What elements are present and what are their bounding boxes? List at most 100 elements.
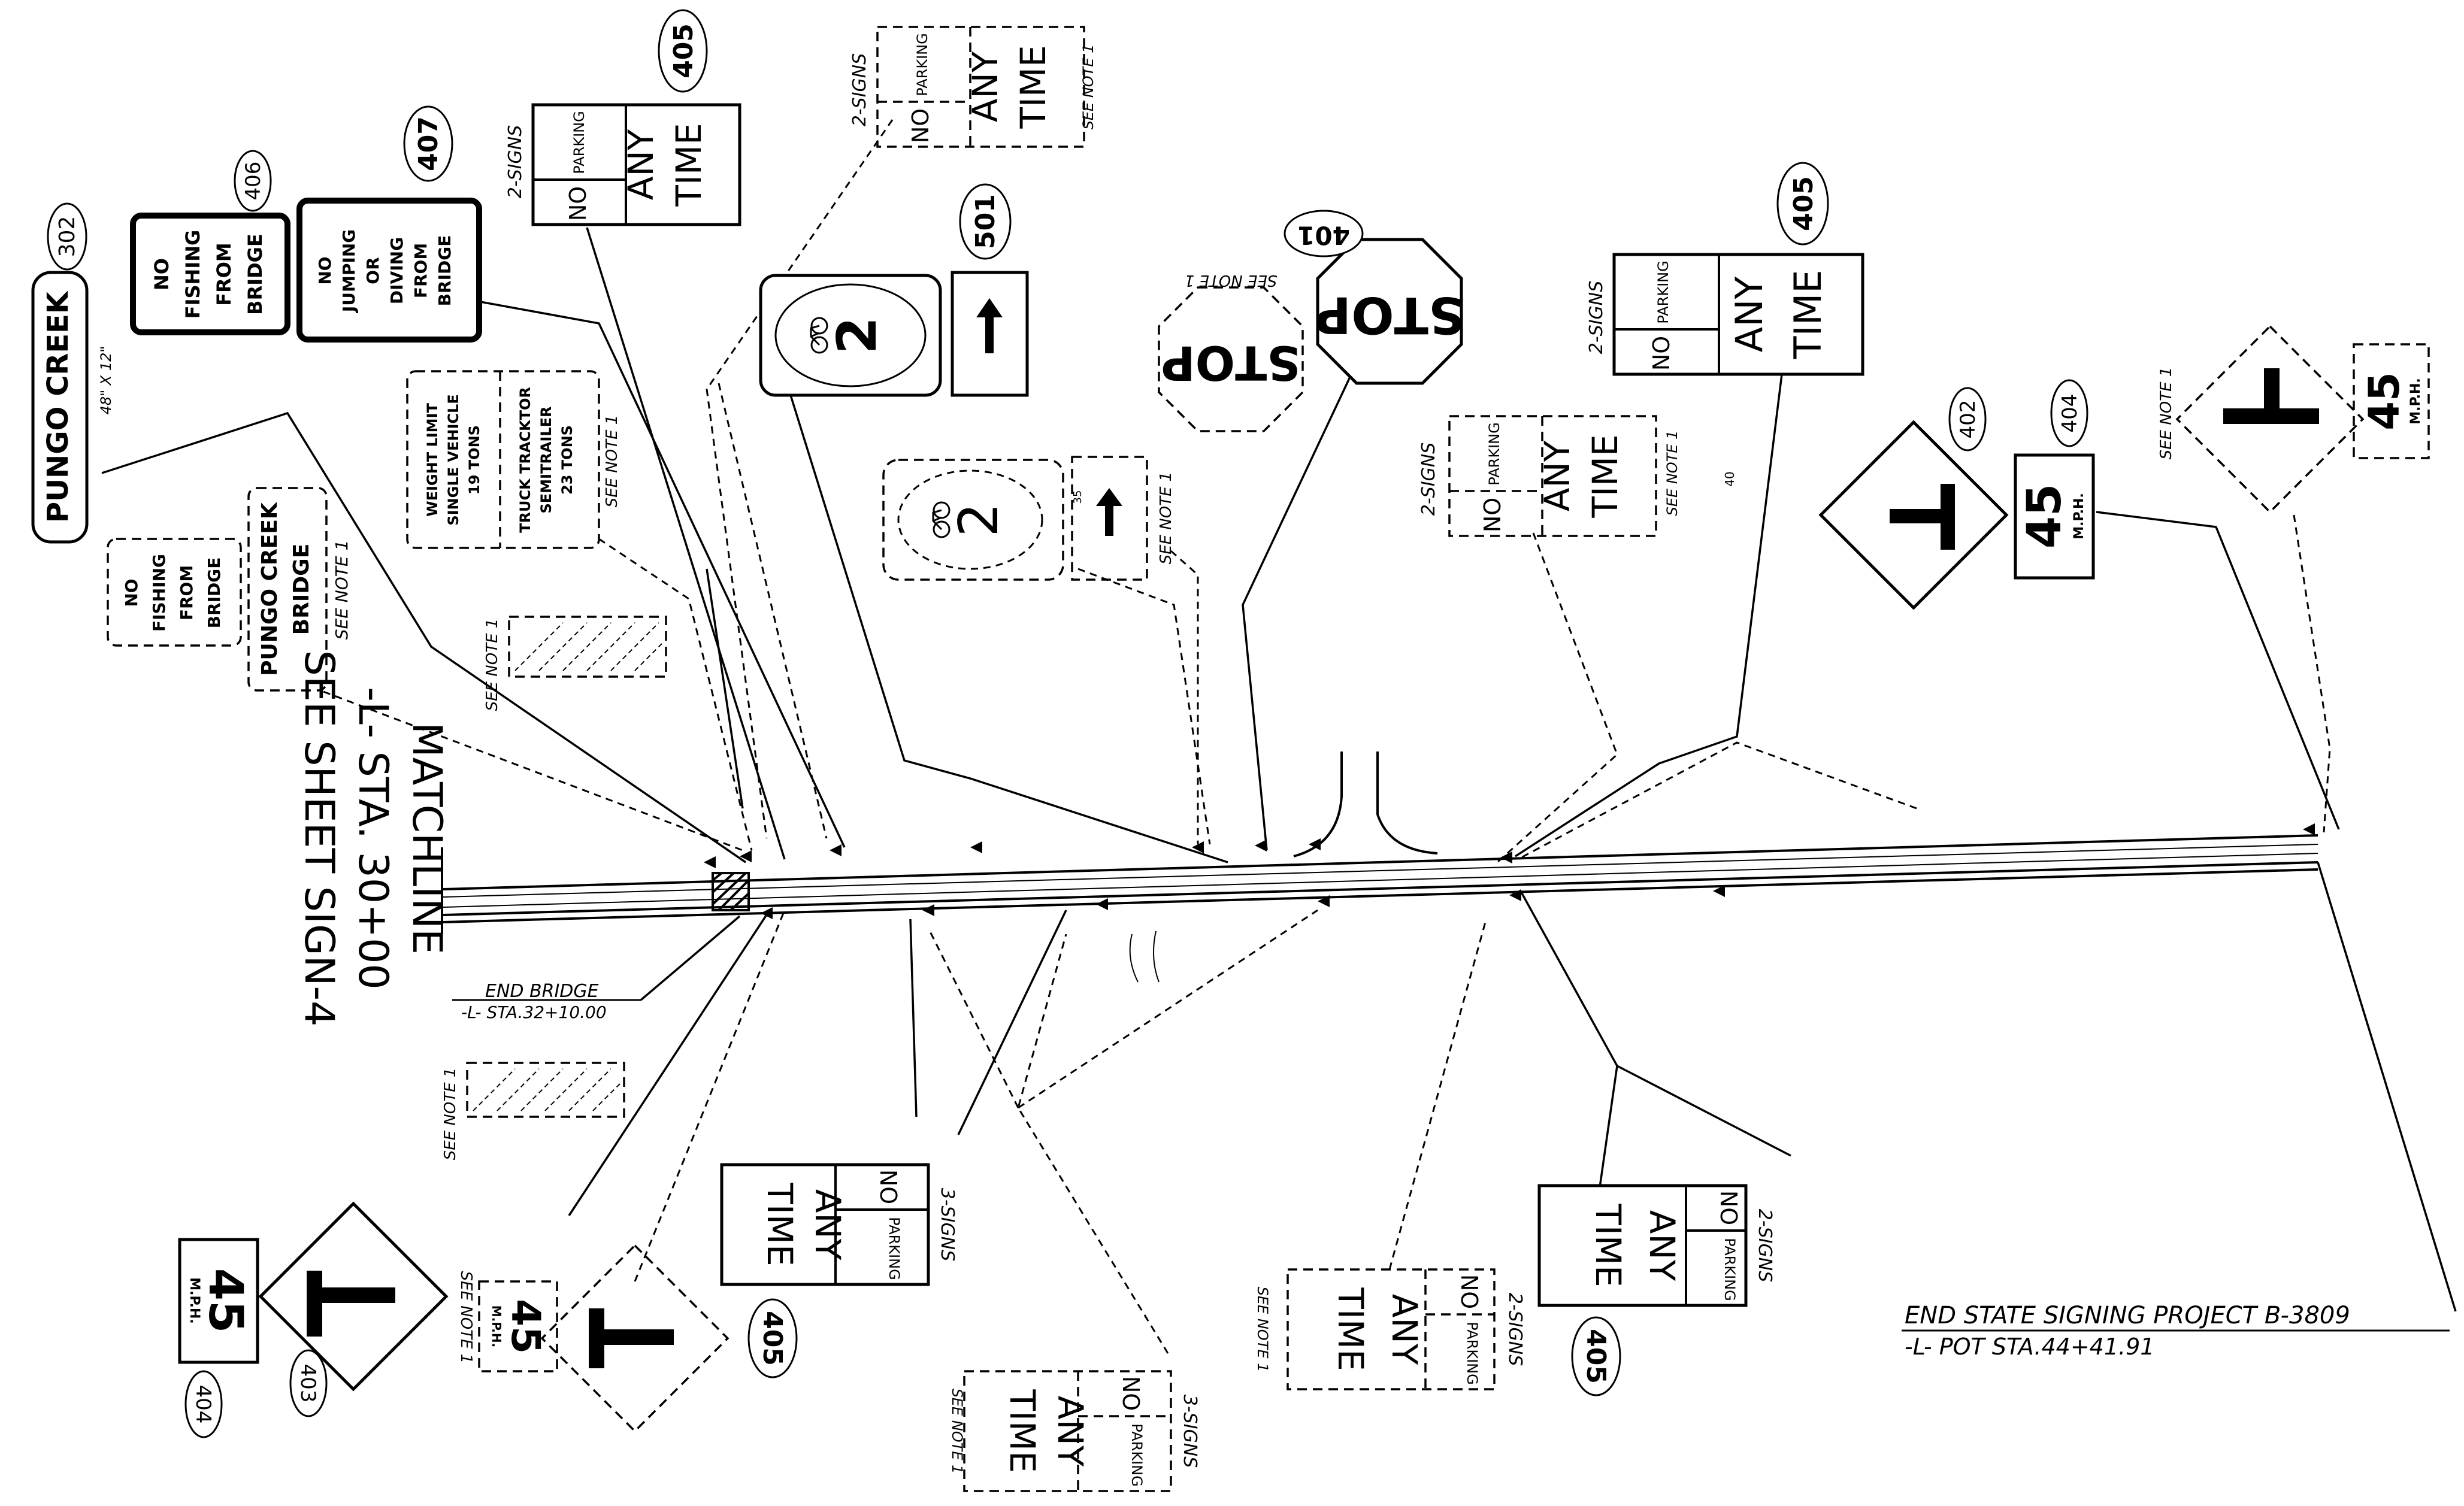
no-fishing-dashed-line2: FISHING — [149, 554, 169, 632]
speed-unit: M.P.H. — [489, 1305, 504, 1347]
pungo-bridge-line2: BRIDGE — [289, 544, 314, 635]
parking-word: PARKING — [571, 111, 588, 174]
parking-word: PARKING — [1486, 422, 1503, 485]
sign-id-405: 405 — [1581, 1329, 1611, 1384]
count-label: 3-SIGNS — [937, 1188, 958, 1262]
no-word: NO — [1479, 498, 1506, 532]
see-note: SEE NOTE 1 — [1664, 431, 1681, 516]
stop-text: STOP — [1161, 335, 1301, 389]
matchline-line3: SEE SHEET SIGN-4 — [295, 650, 343, 1027]
no-jumping-line2: JUMPING — [339, 229, 359, 313]
no-word: NO — [1648, 336, 1675, 371]
no-parking-sign-405-top: PARKING NO ANY TIME 2-SIGNS 405 — [505, 9, 741, 226]
parking-word: PARKING — [914, 33, 931, 96]
no-parking-sign-405-right: PARKING NO ANY TIME 2-SIGNS 405 — [1586, 162, 1864, 376]
no-fishing-dashed-line3: FROM — [177, 565, 196, 620]
t-intersection-icon — [2223, 368, 2319, 424]
any-word: ANY — [1537, 440, 1578, 511]
no-jumping-line4: DIVING — [387, 237, 407, 304]
no-fishing-dashed-line4: BRIDGE — [204, 557, 224, 629]
no-jumping-line3: OR — [363, 257, 383, 284]
post-markers — [704, 823, 2315, 919]
end-project-label: END STATE SIGNING PROJECT B-3809 -L- POT… — [1902, 1302, 2450, 1360]
t-intersection-icon — [307, 1271, 395, 1337]
end-project-line2: -L- POT STA.44+41.91 — [1905, 1334, 2154, 1360]
pungo-creek-sign-302: PUNGO CREEK 48" X 12" 302 — [31, 202, 114, 544]
sign-id-406: 406 — [241, 162, 265, 201]
see-note: SEE NOTE 1 — [1080, 44, 1097, 130]
see-note: SEE NOTE 1 — [1254, 1287, 1271, 1372]
sign-id-402: 402 — [1956, 400, 1980, 439]
weight-line3: 19 TONS — [466, 425, 483, 495]
see-note: SEE NOTE 1 — [457, 1271, 475, 1364]
end-bridge-label: END BRIDGE -L- STA.32+10.00 — [452, 915, 741, 1022]
any-word: ANY — [620, 129, 661, 200]
any-word: ANY — [807, 1189, 848, 1260]
no-jumping-sign-407: NO JUMPING OR DIVING FROM BRIDGE 407 — [296, 105, 482, 343]
see-note: SEE NOTE 1 — [332, 540, 352, 640]
no-fishing-406-line3: FROM — [213, 243, 235, 306]
speed-unit: M.P.H. — [2072, 493, 2087, 539]
count-label: 3-SIGNS — [1179, 1395, 1200, 1468]
pungo-bridge-line1: PUNGO CREEK — [258, 502, 282, 676]
no-word: NO — [565, 186, 591, 221]
no-word: NO — [907, 108, 934, 143]
sign-id-403: 403 — [296, 1364, 320, 1403]
see-note: SEE NOTE 1 — [1157, 472, 1175, 565]
any-word: ANY — [1384, 1294, 1425, 1365]
count-label: 2-SIGNS — [1418, 443, 1439, 516]
count-label: 2-SIGNS — [849, 53, 870, 127]
time-word: TIME — [1330, 1287, 1371, 1371]
no-jumping-line1: NO — [315, 256, 335, 284]
sign-id-405: 405 — [668, 23, 699, 78]
no-fishing-sign-406: NO FISHING FROM BRIDGE 406 — [130, 150, 290, 335]
matchline-label: MATCHLINE -L- STA. 30+00 SEE SHEET SIGN-… — [295, 650, 450, 1027]
end-project-line1: END STATE SIGNING PROJECT B-3809 — [1905, 1302, 2350, 1329]
pungo-bridge-sign-dashed: PUNGO CREEK BRIDGE SEE NOTE 1 — [247, 487, 352, 692]
matchline-line2: -L- STA. 30+00 — [349, 687, 396, 989]
see-note: SEE NOTE 1 — [2157, 367, 2175, 460]
speed-sign-dashed-right: 45 M.P.H. — [2353, 343, 2430, 459]
count-label: 2-SIGNS — [1754, 1209, 1775, 1283]
no-jumping-line5: FROM — [411, 243, 431, 298]
no-jumping-line6: BRIDGE — [435, 235, 455, 307]
speed-sign-dashed-bottom: 45 M.P.H. SEE NOTE 1 — [457, 1271, 558, 1372]
note-hatch-bottom: SEE NOTE 1 — [441, 1062, 625, 1160]
sign-id-302: 302 — [55, 216, 80, 257]
no-parking-sign-dashed-three: PARKING NO ANY TIME 3-SIGNS SEE NOTE 1 — [949, 1370, 1200, 1492]
weight-line6: 23 TONS — [559, 425, 576, 495]
bicycle-icon — [932, 501, 951, 538]
t-intersection-icon — [1890, 484, 1955, 550]
speed-sign-404-bottom: 45 M.P.H. 404 — [178, 1238, 259, 1438]
no-parking-sign-dashed-top: PARKING NO ANY TIME 2-SIGNS SEE NOTE 1 — [849, 26, 1097, 148]
time-word: TIME — [668, 123, 709, 207]
small-mark: 35 — [1071, 490, 1084, 504]
bike-route-sign-501: 2 501 — [759, 183, 1029, 397]
t-intersection-sign-dashed-bottom — [540, 1244, 729, 1433]
any-word: ANY — [1642, 1210, 1682, 1281]
sign-id-407: 407 — [413, 116, 444, 171]
weight-line5: SEMITRAILER — [538, 406, 555, 513]
parking-word: PARKING — [886, 1217, 903, 1280]
end-bridge-line2: -L- STA.32+10.00 — [461, 1002, 607, 1022]
sign-id-405: 405 — [757, 1311, 788, 1366]
see-note: SEE NOTE 1 — [949, 1389, 965, 1474]
no-parking-sign-dashed-bottom: PARKING NO ANY TIME 2-SIGNS SEE NOTE 1 — [1254, 1268, 1525, 1390]
count-label: 2-SIGNS — [1586, 281, 1607, 354]
t-intersection-icon — [589, 1308, 674, 1368]
see-note: SEE NOTE 1 — [1185, 271, 1278, 289]
arrow-icon — [976, 298, 1003, 353]
no-fishing-406-line1: NO — [150, 258, 173, 290]
sign-id-404: 404 — [191, 1385, 215, 1424]
end-bridge-line1: END BRIDGE — [485, 981, 599, 1002]
roadway — [441, 752, 2318, 983]
t-intersection-sign-402: 402 — [1818, 387, 2009, 610]
no-word: NO — [875, 1169, 901, 1204]
time-word: TIME — [759, 1182, 800, 1266]
no-parking-sign-405-bottom: PARKING NO ANY TIME 2-SIGNS 405 — [1537, 1184, 1775, 1396]
t-intersection-sign-403: 403 — [258, 1201, 449, 1417]
no-fishing-dashed-line1: NO — [122, 578, 141, 607]
parking-word: PARKING — [1655, 260, 1672, 323]
stop-sign-401: STOP 401 — [1284, 210, 1464, 385]
